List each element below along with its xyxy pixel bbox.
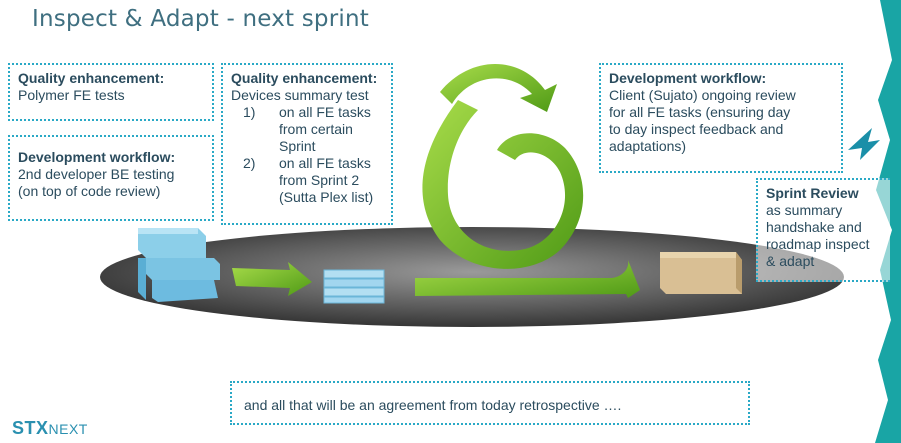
box-line: & adapt — [766, 253, 815, 269]
box-line: handshake and — [766, 219, 862, 235]
list-number: 2) — [243, 155, 256, 171]
list-line: on all FE tasks — [279, 155, 371, 171]
box-line: adaptations) — [609, 138, 687, 154]
retrospective-note: and all that will be an agreement from t… — [230, 381, 750, 425]
box-line: for all FE tasks (ensuring day — [609, 104, 791, 120]
devices-summary-box: Quality enhancement: Devices summary tes… — [221, 63, 393, 225]
logo-suffix: NEXT — [48, 421, 88, 437]
list-line: Sprint — [279, 138, 316, 154]
box-line: Polymer FE tests — [18, 87, 125, 103]
list-item: 2) on all FE tasks from Sprint 2 (Sutta … — [231, 155, 383, 206]
box-line: Devices summary test — [231, 87, 369, 103]
box-heading: Development workflow: — [609, 70, 767, 86]
flow-arrow-1 — [232, 262, 312, 296]
be-testing-box: Development workflow: 2nd developer BE t… — [8, 135, 214, 221]
polymer-tests-box: Quality enhancement: Polymer FE tests — [8, 63, 214, 121]
box-line: 2nd developer BE testing — [18, 166, 175, 182]
list-line: from Sprint 2 — [279, 172, 360, 188]
stx-next-logo: STXNEXT — [12, 418, 88, 439]
box-heading: Quality enhancement: — [18, 70, 165, 86]
list-item: 1) on all FE tasks from certain Sprint — [231, 104, 383, 155]
box-line: roadmap inspect — [766, 236, 870, 252]
box-line: to day inspect feedback and — [609, 121, 784, 137]
product-backlog-blocks — [138, 228, 220, 302]
sprint-platform — [100, 227, 844, 327]
sprint-backlog-blocks — [323, 269, 385, 304]
slide-title: Inspect & Adapt - next sprint — [32, 6, 369, 32]
box-line: Client (Sujato) ongoing review — [609, 87, 796, 103]
teal-corner-shape — [875, 0, 901, 443]
box-heading: Development workflow: — [18, 149, 176, 165]
product-increment-box — [660, 252, 742, 294]
list-number: 1) — [243, 104, 256, 120]
client-review-box: Development workflow: Client (Sujato) on… — [599, 63, 843, 173]
box-line: (on top of code review) — [18, 183, 161, 199]
box-heading: Sprint Review — [766, 185, 859, 201]
box-heading: Quality enhancement: — [231, 70, 378, 86]
sprint-review-box: Sprint Review as summary handshake and r… — [756, 178, 890, 282]
logo-brand: STX — [12, 418, 49, 438]
list-line: on all FE tasks — [279, 104, 371, 120]
list-line: from certain — [279, 121, 353, 137]
list-line: (Sutta Plex list) — [279, 189, 374, 205]
box-line: as summary — [766, 202, 843, 218]
teal-mini-arrow — [848, 128, 880, 160]
sprint-loop-arrow — [415, 63, 640, 298]
